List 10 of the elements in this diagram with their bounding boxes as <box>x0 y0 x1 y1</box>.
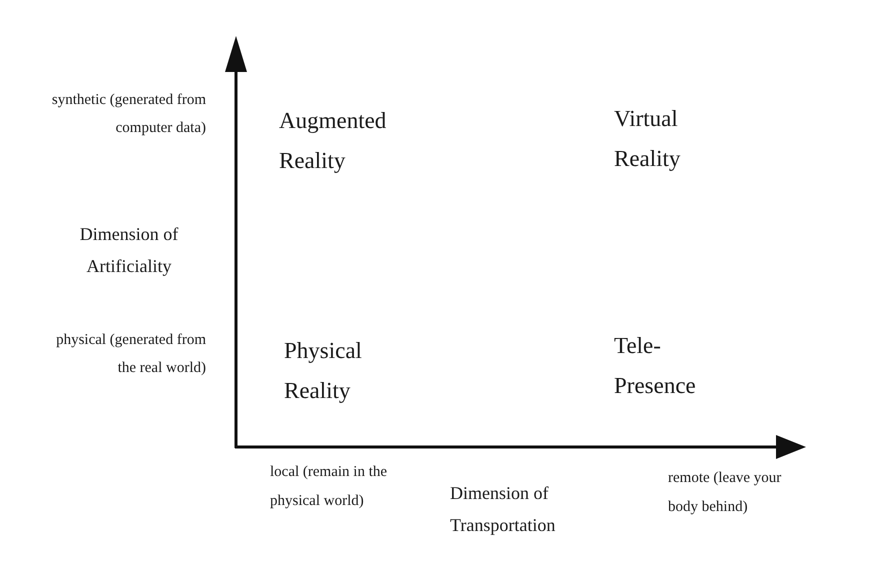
quadrant-label: Virtual Reality <box>614 105 682 173</box>
axis-end-label: local (remain in the physical world) <box>270 463 388 511</box>
quadrant-label: Physical Reality <box>284 337 363 405</box>
axis-end-label: remote (leave your body behind) <box>668 469 782 517</box>
quadrant-label: Augmented Reality <box>279 107 388 175</box>
axis-title: Dimension of Transportation <box>450 482 556 537</box>
axis-end-label: physical (generated from the real world) <box>55 331 206 378</box>
axis-title: Dimension of Artificiality <box>78 223 180 278</box>
axis-end-label: synthetic (generated from computer data) <box>50 91 206 138</box>
quadrant-label: Tele- Presence <box>614 332 697 400</box>
